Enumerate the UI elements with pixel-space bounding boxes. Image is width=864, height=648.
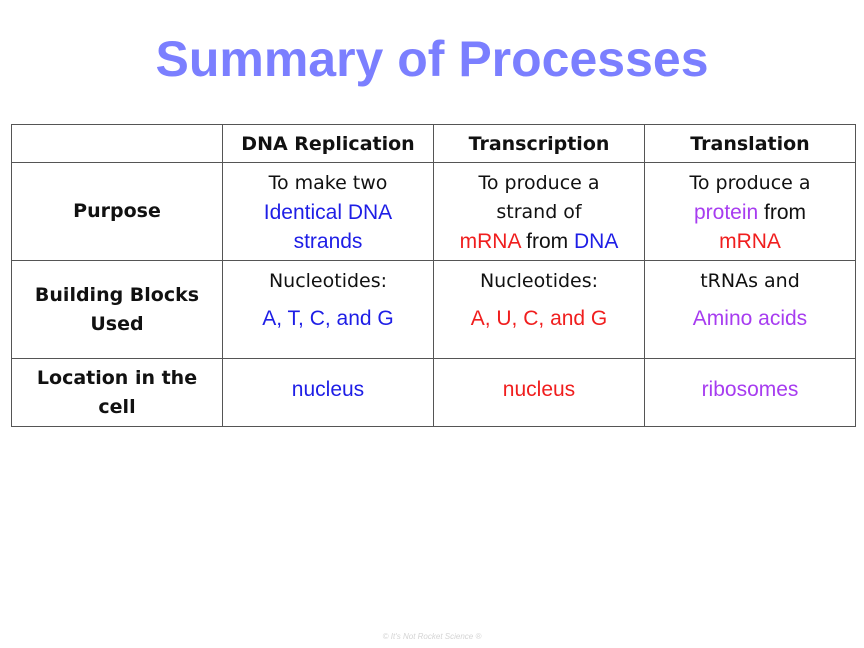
row-label-building-blocks: Building Blocks Used — [11, 260, 223, 359]
cell-blocks-translation: tRNAs and Amino acids — [644, 260, 856, 359]
header-translation: Translation — [644, 124, 856, 163]
row-label-line: Used — [90, 312, 144, 335]
highlight-mrna: mRNA — [719, 230, 781, 253]
cell-text-from: from — [758, 201, 807, 224]
cell-text: To make two — [268, 172, 388, 194]
row-label-line: Building Blocks — [34, 283, 200, 306]
header-empty-cell — [11, 124, 223, 163]
cell-text: nucleus — [291, 378, 365, 401]
table-row-purpose: Purpose To make two Identical DNA strand… — [11, 162, 856, 261]
header-transcription: Transcription — [433, 124, 645, 163]
cell-text: Nucleotides: — [268, 270, 388, 292]
cell-purpose-dna-replication: To make two Identical DNA strands — [222, 162, 434, 261]
highlight-dna: DNA — [574, 230, 619, 253]
cell-text: Identical DNA — [263, 201, 393, 224]
table-row-location: Location in the cell nucleus nucleus rib… — [11, 358, 856, 427]
page-title: Summary of Processes — [155, 31, 709, 87]
cell-location-transcription: nucleus — [433, 358, 645, 427]
highlight-mrna: mRNA — [459, 230, 521, 253]
cell-text: A, T, C, and G — [262, 307, 394, 330]
cell-text: tRNAs and — [700, 270, 800, 292]
cell-text: To produce a — [478, 172, 600, 194]
cell-text: strand of — [496, 201, 582, 223]
cell-text: A, U, C, and G — [470, 307, 608, 330]
header-dna-replication: DNA Replication — [222, 124, 434, 163]
cell-text: To produce a — [689, 172, 811, 194]
cell-text: nucleus — [502, 378, 576, 401]
cell-text: Nucleotides: — [479, 270, 599, 292]
row-label-location: Location in the cell — [11, 358, 223, 427]
cell-text-mixed: mRNA from DNA — [440, 227, 638, 256]
cell-blocks-transcription: Nucleotides: A, U, C, and G — [433, 260, 645, 359]
summary-table: DNA Replication Transcription Translatio… — [11, 124, 856, 427]
table-header-row: DNA Replication Transcription Translatio… — [11, 124, 856, 163]
row-label-purpose: Purpose — [11, 162, 223, 261]
highlight-protein: protein — [693, 201, 759, 224]
cell-purpose-transcription: To produce a strand of mRNA from DNA — [433, 162, 645, 261]
cell-text: Amino acids — [692, 307, 808, 330]
cell-text: strands — [293, 230, 363, 253]
cell-location-dna-replication: nucleus — [222, 358, 434, 427]
cell-text-mixed: protein from — [651, 198, 849, 227]
cell-blocks-dna-replication: Nucleotides: A, T, C, and G — [222, 260, 434, 359]
cell-location-translation: ribosomes — [644, 358, 856, 427]
cell-text: ribosomes — [701, 378, 799, 401]
table-row-building-blocks: Building Blocks Used Nucleotides: A, T, … — [11, 260, 856, 359]
cell-purpose-translation: To produce a protein from mRNA — [644, 162, 856, 261]
cell-text-from: from — [520, 230, 574, 253]
copyright-watermark: © It's Not Rocket Science ® — [382, 632, 482, 641]
